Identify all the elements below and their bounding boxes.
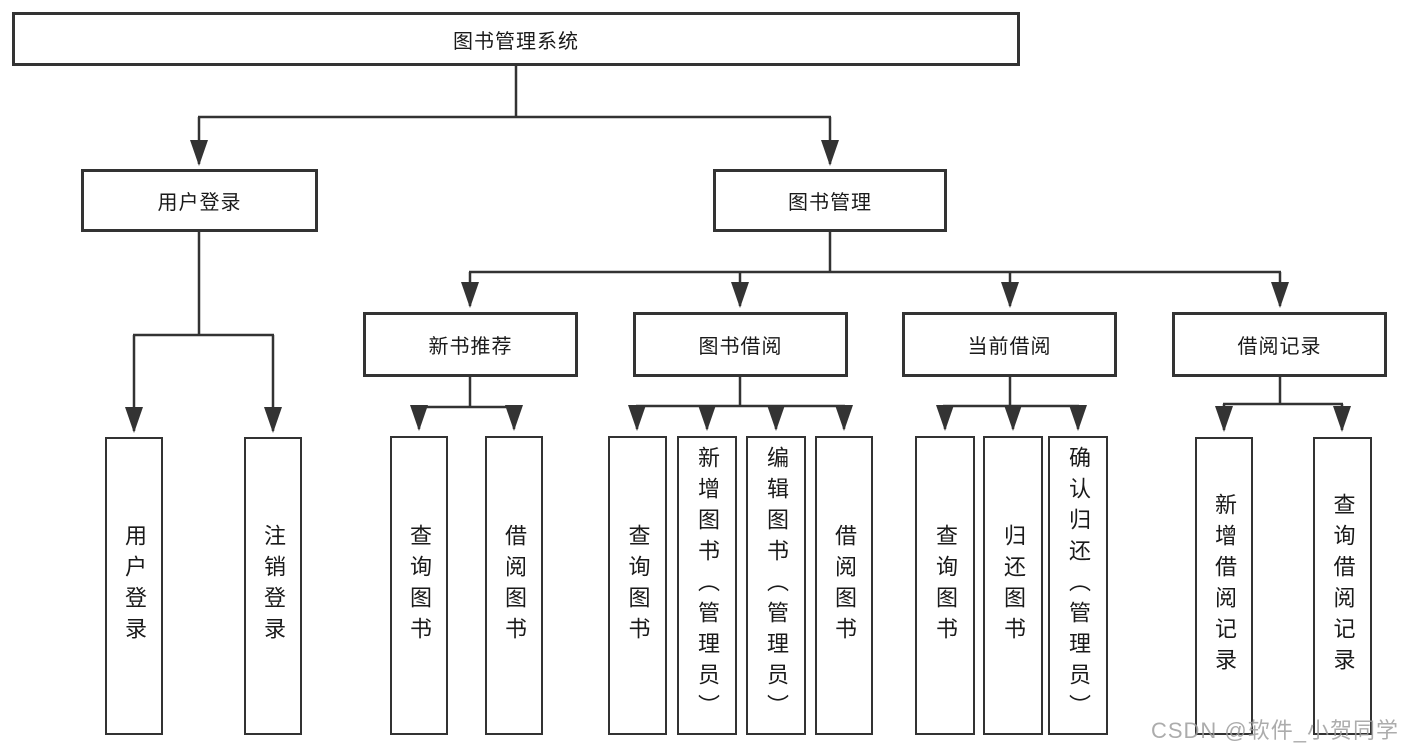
node-book-management: 图书管理: [713, 169, 947, 232]
leaf-return-books: 归还图书: [983, 436, 1043, 735]
node-user-login: 用户登录: [81, 169, 318, 232]
connector-book-borrow: [636, 377, 845, 408]
node-borrow-records: 借阅记录: [1172, 312, 1387, 377]
leaf-logout: 注销登录: [244, 437, 302, 735]
connector-root: [198, 66, 831, 119]
leaf-add-books-admin: 新增图书（管理员）: [677, 436, 737, 735]
node-new-book-recommend: 新书推荐: [363, 312, 578, 377]
leaf-query-books-current: 查询图书: [915, 436, 975, 735]
node-book-borrow: 图书借阅: [633, 312, 848, 377]
leaf-edit-books-admin: 编辑图书（管理员）: [746, 436, 806, 735]
leaf-add-borrow-record: 新增借阅记录: [1195, 437, 1253, 735]
connector-current-borrow: [943, 377, 1079, 408]
leaf-query-borrow-record: 查询借阅记录: [1313, 437, 1372, 735]
connector-book-management: [469, 232, 1281, 274]
leaf-borrow-books: 借阅图书: [815, 436, 873, 735]
leaf-borrow-books-recommend: 借阅图书: [485, 436, 543, 735]
connector-new-book: [418, 377, 515, 409]
node-current-borrow: 当前借阅: [902, 312, 1117, 377]
leaf-confirm-return-admin: 确认归还（管理员）: [1048, 436, 1108, 735]
leaf-query-books-borrow: 查询图书: [608, 436, 667, 735]
connector-user-login: [133, 232, 274, 337]
leaf-user-login: 用户登录: [105, 437, 163, 735]
connector-borrow-records: [1223, 377, 1343, 406]
leaf-query-books-recommend: 查询图书: [390, 436, 448, 735]
csdn-watermark: CSDN @软件_小贺同学: [1150, 718, 1399, 743]
node-root-system: 图书管理系统: [12, 12, 1020, 66]
